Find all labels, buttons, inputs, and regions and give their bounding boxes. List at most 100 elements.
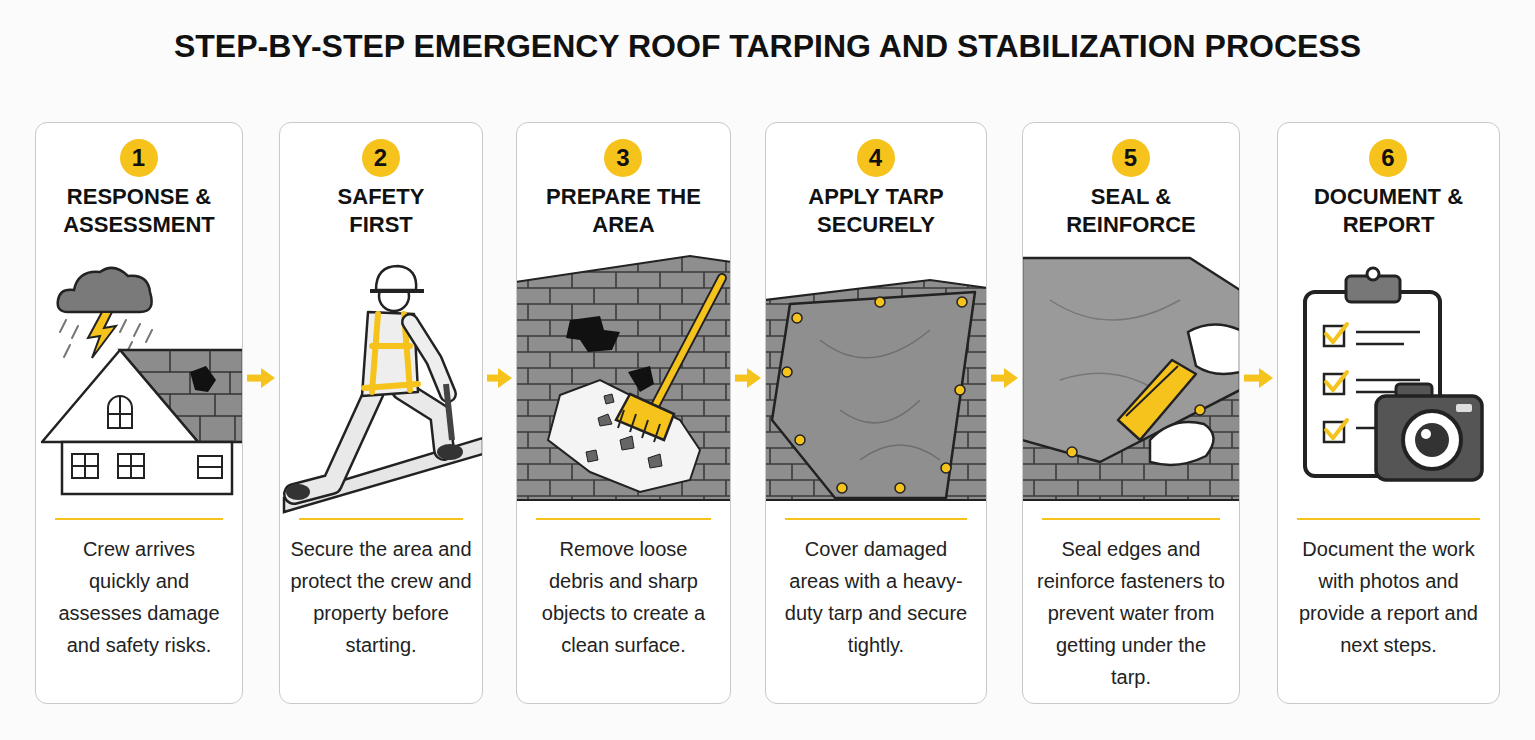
step-number-badge: 1 <box>120 139 158 177</box>
harness-strap <box>372 343 410 349</box>
tarp <box>772 292 975 498</box>
house-gable <box>42 350 198 442</box>
storm-house-illustration <box>42 268 242 494</box>
flow-arrow <box>487 375 500 382</box>
step-number-badge: 6 <box>1369 139 1407 177</box>
step-number-badge: 4 <box>857 139 895 177</box>
step-panel: SAFETY FIRST Secure the area and protect … <box>279 122 483 704</box>
step-heading: SAFETY FIRST <box>321 183 441 239</box>
roof-plane <box>120 350 242 442</box>
flow-arrow <box>735 375 749 382</box>
worker-arm <box>410 322 448 394</box>
debris-piece <box>604 394 614 404</box>
step-description: Document the work with photos and provid… <box>1293 533 1485 661</box>
checklist <box>1324 324 1420 442</box>
gable-window <box>108 396 132 428</box>
rain-lines <box>60 320 152 357</box>
worker-leg <box>294 392 374 494</box>
grommet <box>837 483 847 493</box>
roof-hole <box>190 366 216 392</box>
lens-highlight <box>1421 429 1431 439</box>
grommet <box>795 435 805 445</box>
clipboard-clip <box>1346 276 1400 302</box>
step-number: 5 <box>1112 139 1150 177</box>
worker-illustration <box>284 266 482 512</box>
step-description: Secure the area and protect the crew and… <box>287 533 475 661</box>
house-window <box>72 454 98 478</box>
step-panel: SEAL & REINFORCE Seal edges and reinforce… <box>1022 122 1240 704</box>
house-wall <box>62 442 232 494</box>
debris <box>586 394 662 468</box>
lightning-bolt <box>88 312 116 358</box>
gloved-hand <box>1150 422 1214 465</box>
broom-handle-outline <box>656 278 722 404</box>
debris-piece <box>620 436 634 450</box>
cleanup-illustration <box>517 256 730 500</box>
broom-head <box>616 394 674 440</box>
divider-line <box>1042 518 1220 520</box>
step-panel: APPLY TARP SECURELYCover damaged areas w… <box>765 122 987 704</box>
step-description: Seal edges and reinforce fasteners to pr… <box>1036 533 1226 693</box>
step-panel: DOCUMENT & REPORT Document the work with … <box>1277 122 1500 704</box>
debris-piece <box>648 454 662 468</box>
worker-leg-outline <box>294 392 374 494</box>
step-heading: DOCUMENT & REPORT <box>1306 183 1471 239</box>
divider-line <box>299 518 463 520</box>
anchor-post <box>446 384 452 440</box>
harness-strap <box>372 314 378 392</box>
camera-lens-inner <box>1415 423 1449 457</box>
hard-hat-brim <box>370 289 424 293</box>
grommet <box>792 313 802 323</box>
camera-lens <box>1403 411 1461 469</box>
checklist-lines <box>1356 332 1420 428</box>
worker-boot <box>437 444 463 460</box>
step-number: 1 <box>120 139 158 177</box>
camera-flash <box>1456 404 1472 412</box>
rain-drop <box>60 320 66 332</box>
broom-handle <box>656 278 722 404</box>
harness-strap <box>364 384 418 388</box>
roof-surface <box>1023 380 1239 500</box>
cleared-area <box>548 380 700 492</box>
step-number: 2 <box>362 139 400 177</box>
step-description: Crew arrives quickly and assesses damage… <box>50 533 228 661</box>
step-number: 3 <box>604 139 642 177</box>
roof-shingles <box>139 350 242 442</box>
debris-piece <box>586 450 598 462</box>
checkbox <box>1324 326 1344 346</box>
divider-line <box>785 518 967 520</box>
step-heading: PREPARE THE AREA <box>536 183 711 239</box>
grommet <box>895 483 905 493</box>
broom-bristles <box>618 410 660 442</box>
roof-surface <box>766 280 986 500</box>
worker-torso <box>362 312 418 396</box>
tarp-folds <box>1050 300 1180 400</box>
divider-line <box>55 518 223 520</box>
step-number: 4 <box>857 139 895 177</box>
tarp-folds <box>820 330 940 460</box>
step-heading: APPLY TARP SECURELY <box>801 183 951 239</box>
seal-illustration <box>1023 258 1239 500</box>
step-heading: RESPONSE & ASSESSMENT <box>54 183 224 239</box>
house-window <box>118 454 144 478</box>
roof-hole <box>628 366 654 392</box>
step-number-badge: 5 <box>1112 139 1150 177</box>
grommet <box>875 297 885 307</box>
safety-harness <box>364 314 418 392</box>
checkmark <box>1326 324 1347 438</box>
rain-drop <box>126 342 132 354</box>
house-window <box>198 456 222 478</box>
roof-ridge <box>284 438 482 512</box>
grommet <box>957 297 967 307</box>
grommet <box>955 385 965 395</box>
rain-drop <box>64 345 70 357</box>
flow-arrow <box>1244 375 1261 382</box>
divider-line <box>536 518 711 520</box>
rain-drop <box>72 326 78 338</box>
worker-arm-outline <box>410 322 448 394</box>
rain-drop <box>146 330 152 342</box>
step-heading: SEAL & REINFORCE <box>1061 183 1201 239</box>
tarp-illustration <box>766 280 986 500</box>
clipboard <box>1305 292 1440 476</box>
